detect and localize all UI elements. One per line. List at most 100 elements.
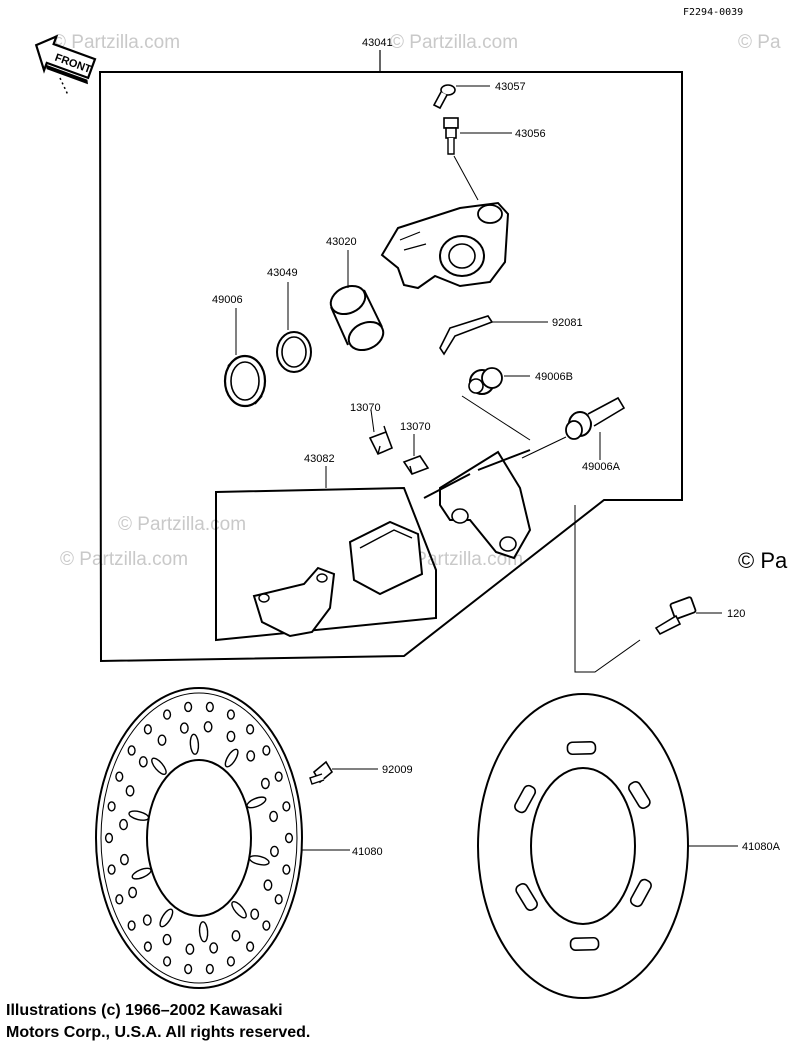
part-label-13070a[interactable]: 13070 <box>350 402 381 414</box>
watermark: © Partzilla.com <box>118 514 246 535</box>
disc-hole <box>284 832 294 844</box>
piston-43020[interactable] <box>326 281 388 356</box>
disc-hole <box>246 941 255 952</box>
disc-hole <box>189 733 200 755</box>
brake-disc-41080[interactable] <box>95 687 303 989</box>
disc-hole <box>209 942 219 954</box>
dust-seal-49006[interactable] <box>223 354 267 408</box>
front-arrow-icon: FRONT <box>34 34 97 85</box>
disc-hole <box>143 724 152 735</box>
part-label-43049[interactable]: 43049 <box>267 267 298 279</box>
disc-hole <box>185 943 195 955</box>
part-label-92081[interactable]: 92081 <box>552 317 583 329</box>
disc-hole <box>282 864 291 875</box>
boot-49006B[interactable] <box>468 367 503 395</box>
part-label-49006B[interactable]: 49006B <box>535 371 573 383</box>
part-label-41080A[interactable]: 41080A <box>742 841 781 853</box>
disc-hole-pattern <box>104 701 294 975</box>
brake-pad-inner[interactable] <box>252 566 336 638</box>
disc-hole <box>246 724 255 735</box>
watermark: © Pa <box>738 32 781 53</box>
disc-hole <box>274 894 283 905</box>
disc-hole <box>250 908 260 920</box>
watermark: © Partzilla.com <box>52 32 180 53</box>
disc-hole <box>107 864 116 875</box>
disc-hole <box>131 867 152 880</box>
brake-pad-outer[interactable] <box>348 520 424 596</box>
disc-hole <box>119 818 128 831</box>
part-label-43057[interactable]: 43057 <box>495 81 526 93</box>
disc-hole <box>128 810 150 821</box>
disc-hole <box>224 748 239 768</box>
disc-slot-pattern <box>514 741 652 951</box>
disc-hole <box>159 908 174 928</box>
disc-hole <box>107 801 116 812</box>
disc-hole <box>151 757 167 776</box>
disc-hole <box>226 730 236 743</box>
screw-92009[interactable] <box>309 760 334 785</box>
pad-spring-13070a[interactable] <box>368 425 394 456</box>
disc-slot <box>514 784 537 814</box>
watermark: © Partzilla.com <box>395 549 523 570</box>
part-label-41080[interactable]: 41080 <box>352 846 383 858</box>
part-label-43020[interactable]: 43020 <box>326 236 357 248</box>
watermark: © Partzilla.com <box>60 549 188 570</box>
disc-hole <box>125 785 135 797</box>
disc-hole <box>262 920 271 931</box>
watermark: © Partzilla.com <box>390 32 518 53</box>
pad-set-outline <box>215 486 437 642</box>
caliper-assembly-outline <box>98 71 683 663</box>
watermark: © Pa <box>738 548 788 573</box>
disc-hole <box>274 771 283 782</box>
bleeder-cap-43057[interactable] <box>432 84 456 110</box>
disc-hole <box>231 930 241 942</box>
drawing-code: F2294-0039 <box>683 7 743 18</box>
disc-hole <box>184 701 193 713</box>
part-label-92009[interactable]: 92009 <box>382 764 413 776</box>
part-label-43082[interactable]: 43082 <box>304 453 335 465</box>
disc-hole <box>119 853 129 866</box>
disc-hole <box>127 920 136 931</box>
part-label-49006A[interactable]: 49006A <box>582 461 621 473</box>
disc-hole <box>205 701 214 713</box>
disc-slot <box>629 878 652 908</box>
disc-hole <box>263 879 273 891</box>
bleeder-valve-43056[interactable] <box>443 117 459 155</box>
disc-hole <box>262 745 271 756</box>
spring-clip-92081[interactable] <box>439 315 494 356</box>
part-label-43056[interactable]: 43056 <box>515 128 546 140</box>
disc-hole <box>246 796 267 809</box>
bolt-120[interactable] <box>654 596 697 636</box>
piston-seal-43049[interactable] <box>276 331 312 373</box>
disc-hole <box>248 855 270 866</box>
disc-slot <box>628 781 651 810</box>
part-label-120[interactable]: 120 <box>727 608 745 620</box>
disc-hole <box>128 886 138 899</box>
brake-disc-41080A[interactable] <box>477 693 689 999</box>
copyright-line-2: Motors Corp., U.S.A. All rights reserved… <box>6 1024 311 1041</box>
disc-hole <box>115 771 124 782</box>
disc-hole <box>282 801 291 812</box>
pad-spring-13070b[interactable] <box>402 455 430 475</box>
disc-slot <box>566 741 597 756</box>
disc-hole <box>270 845 279 858</box>
disc-hole <box>231 900 247 919</box>
disc-hole <box>115 894 124 905</box>
disc-hole <box>143 941 152 952</box>
disc-hole <box>179 722 189 734</box>
caliper-body <box>380 201 510 290</box>
copyright-line-1: Illustrations (c) 1966–2002 Kawasaki <box>6 1002 283 1019</box>
disc-hole <box>138 756 148 768</box>
disc-hole <box>205 963 214 975</box>
disc-hole <box>269 810 279 823</box>
part-label-43041[interactable]: 43041 <box>362 37 393 49</box>
disc-slot <box>569 936 600 951</box>
part-label-13070b[interactable]: 13070 <box>400 421 431 433</box>
part-label-49006[interactable]: 49006 <box>212 294 243 306</box>
disc-hole <box>203 721 213 733</box>
disc-slot <box>515 882 538 911</box>
boot-49006A[interactable] <box>521 396 626 459</box>
disc-hole <box>246 750 256 762</box>
disc-hole <box>142 914 152 926</box>
